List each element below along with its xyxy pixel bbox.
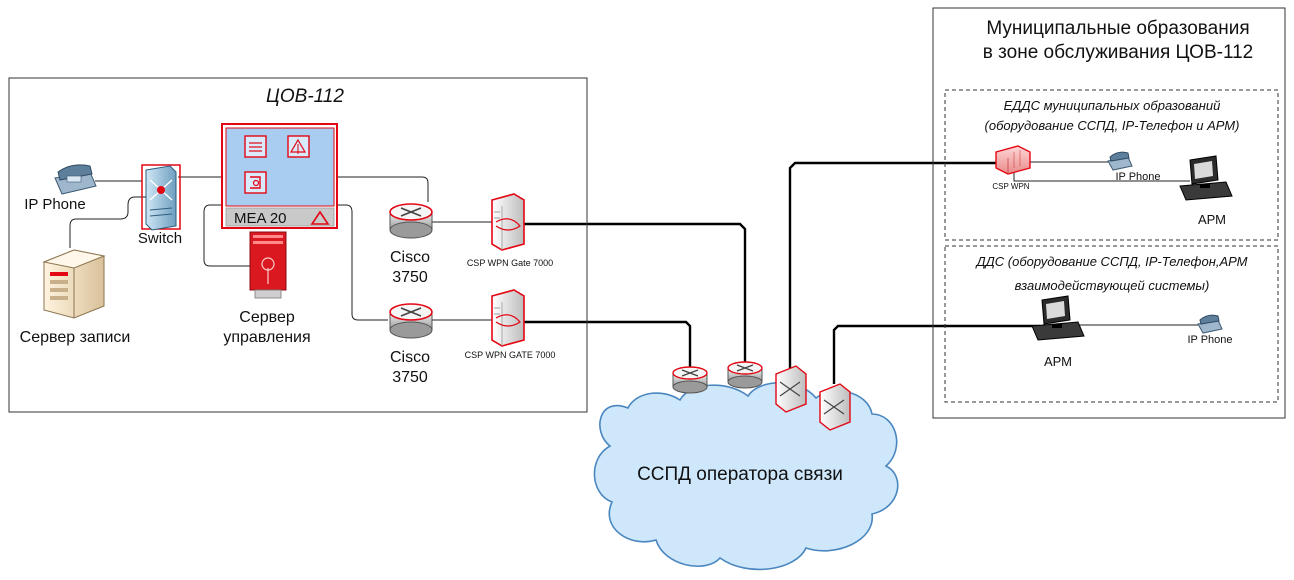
gate1-label: CSP WPN Gate 7000 bbox=[467, 258, 553, 268]
tsov-112-title: ЦОВ-112 bbox=[266, 86, 344, 107]
cisco-router-2: Cisco 3750 bbox=[389, 303, 433, 386]
cisco-router-1: Cisco 3750 bbox=[389, 203, 433, 286]
dds-ip-phone: IP Phone bbox=[1187, 314, 1233, 346]
cloud-label: ССПД оператора связи bbox=[637, 464, 843, 485]
dds-zone: ДДС (оборудование ССПД, IP-Телефон,АРМ в… bbox=[944, 245, 1279, 403]
cisco1-label-line1: Cisco bbox=[390, 249, 430, 266]
management-server-label-line1: Сервер bbox=[239, 309, 295, 326]
internal-connections bbox=[69, 176, 492, 321]
cisco1-label-line2: 3750 bbox=[392, 269, 428, 286]
switch-icon bbox=[141, 164, 181, 231]
ip-phone-icon bbox=[54, 164, 97, 195]
tsov-112-zone: ЦОВ-112 bbox=[8, 77, 588, 413]
mea-logo-icon bbox=[310, 210, 330, 225]
ip-phone-left-label: IP Phone bbox=[24, 196, 85, 213]
workstation-icon bbox=[1031, 295, 1085, 341]
management-server: Сервер управления bbox=[223, 231, 311, 346]
workstation-icon bbox=[1179, 155, 1233, 201]
switch-label: Switch bbox=[138, 230, 182, 247]
edds-ip-phone: IP Phone bbox=[1107, 151, 1161, 183]
management-server-label-line2: управления bbox=[223, 329, 310, 346]
ip-phone-icon bbox=[1107, 151, 1133, 171]
mea-module-icon-3 bbox=[244, 171, 267, 194]
router-icon bbox=[727, 361, 763, 389]
network-switch-icon bbox=[775, 365, 807, 413]
server-red-icon bbox=[249, 231, 287, 299]
csp-wpn-gate-1: CSP WPN Gate 7000 bbox=[467, 193, 553, 268]
dds-phone-label: IP Phone bbox=[1187, 334, 1232, 346]
gateway-server-icon bbox=[491, 289, 525, 347]
municipal-title-line2: в зоне обслуживания ЦОВ-112 bbox=[983, 42, 1253, 63]
dds-arm: АРМ bbox=[1031, 295, 1085, 369]
edds-title-line1: ЕДДС муниципальных образований bbox=[1004, 98, 1221, 113]
mea-module-icon-1 bbox=[244, 135, 267, 158]
edds-csp-label: CSP WPN bbox=[992, 182, 1029, 191]
record-server: Сервер записи bbox=[20, 249, 131, 346]
csp-wpn-device: CSP WPN bbox=[992, 145, 1031, 191]
router-icon bbox=[672, 366, 708, 394]
csp-wpn-icon bbox=[995, 145, 1031, 175]
ip-phone-left: IP Phone bbox=[24, 164, 97, 213]
cloud-switch-2 bbox=[819, 383, 851, 431]
connections bbox=[520, 161, 1040, 384]
record-server-label: Сервер записи bbox=[20, 329, 131, 346]
dds-title-line2: взаимодействующей системы) bbox=[1015, 278, 1210, 293]
edds-zone: ЕДДС муниципальных образований (оборудов… bbox=[944, 89, 1279, 241]
switch: Switch bbox=[138, 164, 182, 247]
operator-network-cloud: ССПД оператора связи bbox=[593, 381, 899, 571]
ip-phone-icon bbox=[1197, 314, 1223, 334]
mea-20-unit: MEA 20 bbox=[221, 123, 338, 229]
cloud-router-2 bbox=[727, 361, 763, 389]
municipal-zone: Муниципальные образования в зоне обслужи… bbox=[932, 7, 1286, 419]
mea-label: MEA 20 bbox=[234, 210, 287, 227]
dds-arm-label: АРМ bbox=[1044, 354, 1072, 369]
municipal-title-line1: Муниципальные образования bbox=[986, 18, 1249, 39]
router-icon bbox=[389, 303, 433, 339]
cisco2-label-line1: Cisco bbox=[390, 349, 430, 366]
edds-arm-label: АРМ bbox=[1198, 212, 1226, 227]
network-switch-icon bbox=[819, 383, 851, 431]
mea-module-icon-2 bbox=[287, 135, 310, 158]
gate2-label: CSP WPN GATE 7000 bbox=[465, 350, 556, 360]
cisco2-label-line2: 3750 bbox=[392, 369, 428, 386]
cloud-switch-1 bbox=[775, 365, 807, 413]
edds-arm: АРМ bbox=[1179, 155, 1233, 227]
dds-title-line1: ДДС (оборудование ССПД, IP-Телефон,АРМ bbox=[974, 254, 1247, 269]
router-icon bbox=[389, 203, 433, 239]
server-tower-icon bbox=[42, 249, 106, 319]
edds-phone-label: IP Phone bbox=[1115, 171, 1160, 183]
gateway-server-icon bbox=[491, 193, 525, 251]
csp-wpn-gate-2: CSP WPN GATE 7000 bbox=[465, 289, 556, 360]
cloud-router-1 bbox=[672, 366, 708, 394]
edds-title-line2: (оборудование ССПД, IP-Телефон и АРМ) bbox=[985, 118, 1240, 133]
